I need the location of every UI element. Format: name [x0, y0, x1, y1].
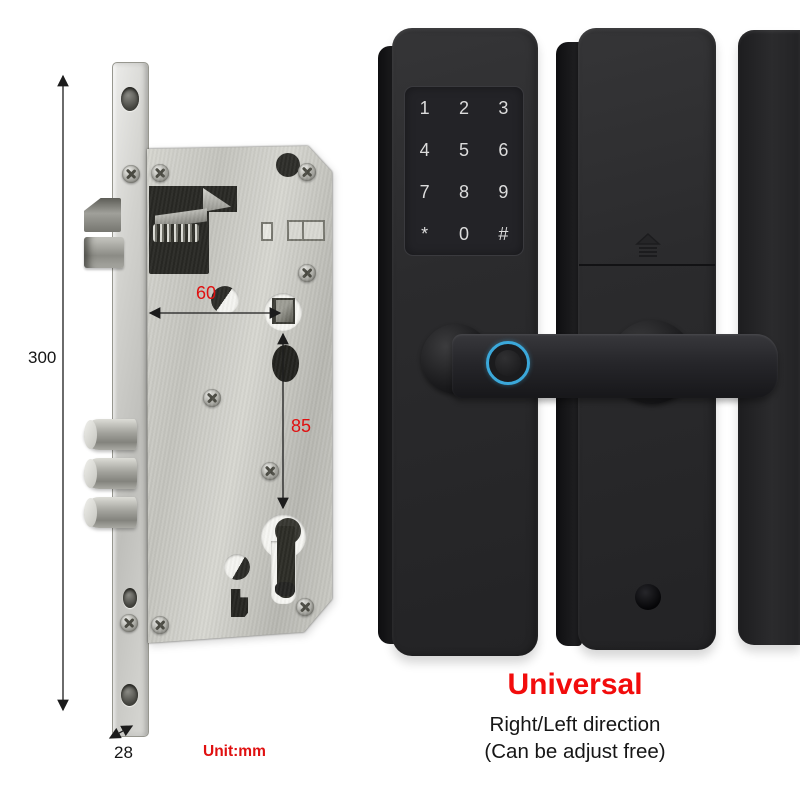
keypad-key: *: [421, 223, 429, 244]
cylinder-cam: [275, 582, 295, 596]
cylinder-body: [277, 526, 295, 598]
caption-block: Universal Right/Left direction (Can be a…: [460, 668, 690, 766]
spindle-hub-hole: [264, 293, 302, 331]
latch-cutout: [149, 186, 209, 274]
fingerprint-pad: [495, 350, 521, 376]
plate-hole-halfmoon-bottom: [224, 554, 250, 580]
unit-label: Unit:mm: [203, 743, 266, 760]
plate-slot-pair: [287, 220, 325, 241]
keypad-key: 8: [458, 181, 469, 202]
slot-divider: [302, 222, 304, 239]
plate-hole-oval-dark: [272, 345, 299, 382]
phillips-screw-icon: [261, 462, 279, 480]
dim-width-label: 28: [114, 743, 133, 762]
phillips-screw-icon: [120, 614, 138, 632]
deadbolt-pin: [84, 419, 137, 450]
caption-line-2: (Can be adjust free): [484, 740, 666, 764]
latch-bolt-upper: [84, 198, 121, 232]
euro-cylinder-slot: [271, 541, 296, 604]
back-panel-hole: [635, 584, 661, 610]
phillips-screw-icon: [296, 598, 314, 616]
plate-step-notch: [231, 589, 248, 617]
latch-spring: [153, 224, 199, 242]
battery-eject-icon: [635, 232, 661, 257]
phillips-screw-icon: [151, 616, 169, 634]
spindle-square-face: [276, 300, 293, 322]
keypad-key: 3: [498, 97, 509, 118]
phillips-screw-icon: [203, 389, 221, 407]
keypad-key: 4: [419, 139, 430, 160]
faceplate-hole-middle: [123, 588, 137, 608]
plate-slot-small: [261, 222, 273, 241]
latch-metal-bar: [155, 208, 207, 229]
keypad-key: 6: [498, 139, 509, 160]
phillips-screw-icon: [122, 165, 140, 183]
faceplate-hole-bottom: [121, 684, 138, 706]
dim-height-label: 300: [28, 348, 57, 367]
caption-line-1: Right/Left direction: [489, 713, 661, 736]
deadbolt-pin: [84, 497, 137, 528]
battery-cover-seam: [579, 264, 715, 266]
lock-faceplate: [112, 62, 149, 737]
deadbolt-pin: [84, 458, 137, 489]
phillips-screw-icon: [298, 163, 316, 181]
faceplate-hole-top: [121, 87, 139, 111]
keypad-key: 0: [458, 223, 469, 244]
corner-dark-boss: [276, 153, 300, 177]
latch-bolt-lower: [84, 237, 124, 268]
dim-backset-label: 60: [196, 283, 217, 303]
keypad-key: #: [498, 223, 509, 244]
keypad-key: 5: [458, 139, 469, 160]
latch-cutout-upper: [149, 186, 237, 212]
phillips-screw-icon: [151, 164, 169, 182]
fingerprint-sensor-icon: [486, 341, 530, 385]
dim-center-label: 85: [291, 416, 312, 436]
caption-title: Universal: [507, 668, 643, 701]
keypad-key: 9: [498, 181, 509, 202]
touch-keypad: 1 2 3 4 5 6 7 8 9 * 0 #: [404, 86, 524, 256]
lock-body-plate: [147, 146, 333, 644]
keypad-key: 7: [419, 181, 430, 202]
phillips-screw-icon: [298, 264, 316, 282]
lock-body-plate-face: [147, 146, 332, 643]
spindle-square: [272, 298, 295, 324]
cylinder-core: [275, 518, 301, 544]
euro-cylinder-icon: [261, 514, 306, 559]
latch-trigger-triangle: [203, 188, 231, 212]
keypad-key: 2: [458, 97, 469, 118]
keypad-key: 1: [419, 97, 430, 118]
halfmoon-dark: [224, 554, 250, 580]
